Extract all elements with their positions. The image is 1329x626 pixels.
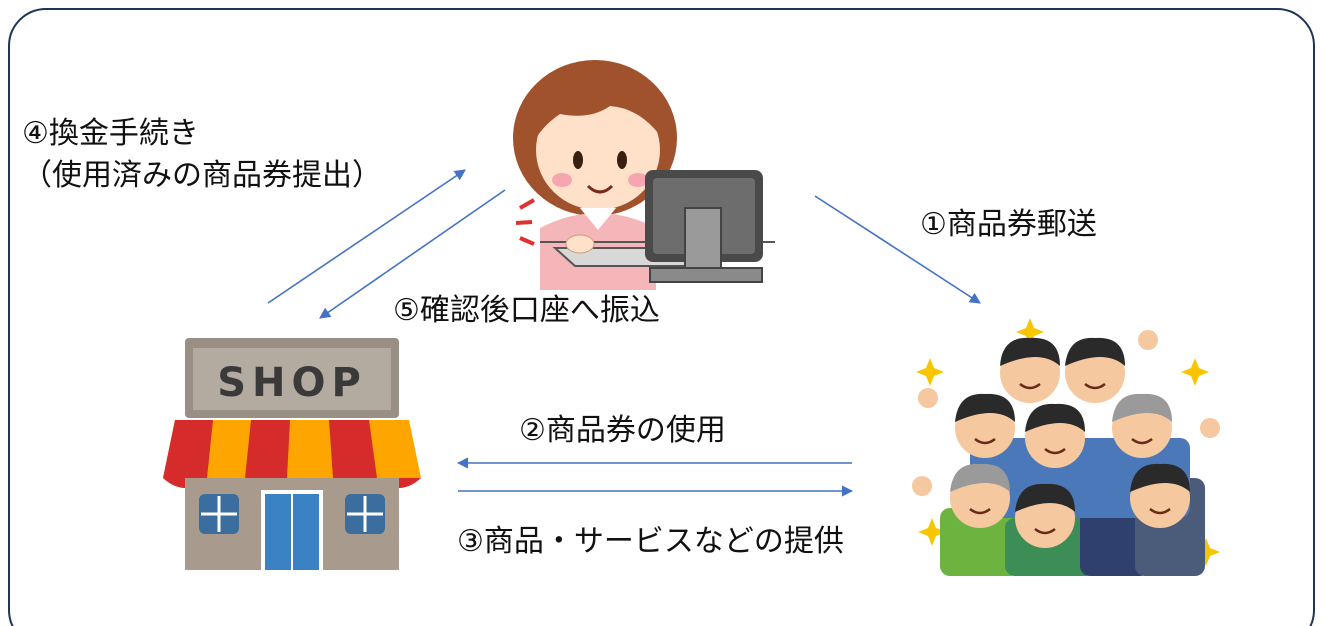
step4-label-line1: ④換金手続き (22, 116, 199, 151)
step1-label: ①商品券郵送 (920, 207, 1097, 242)
step5-label: ⑤確認後口座へ振込 (393, 293, 660, 328)
step4-label-line2: （使用済みの商品券提出） (22, 158, 382, 193)
arrow-step5 (319, 189, 506, 319)
shop-sign: SHOP (217, 360, 367, 406)
crowd-icon (912, 318, 1220, 576)
diagram-frame (8, 8, 1315, 626)
step2-label: ②商品券の使用 (519, 413, 726, 448)
shop-icon: SHOP (163, 338, 421, 570)
office-worker-icon (513, 60, 775, 290)
arrow-step4 (267, 169, 466, 304)
step3-label: ③商品・サービスなどの提供 (457, 524, 844, 559)
arrow-step1 (814, 195, 981, 304)
